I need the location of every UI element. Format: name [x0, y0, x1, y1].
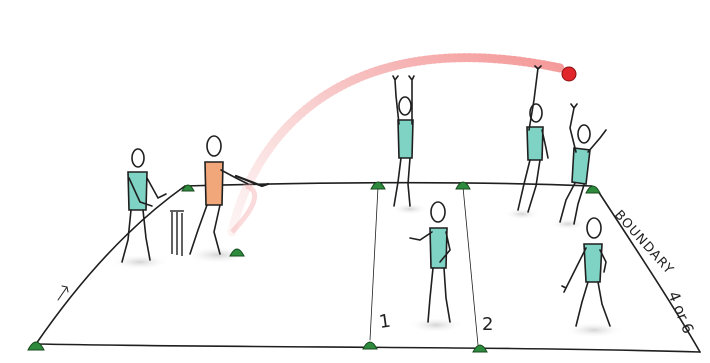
- left-arrow-mark: [58, 286, 68, 300]
- runs-label: 4 or 6: [664, 289, 697, 337]
- cone-front-mid2: [473, 345, 487, 352]
- player-shadows: [110, 203, 624, 338]
- cone-front-mid1: [363, 342, 377, 349]
- ball: [562, 67, 576, 81]
- player-fielder-5: [562, 218, 610, 326]
- player-fielder-3: [518, 66, 548, 212]
- cone-back-right: [586, 186, 600, 193]
- player-fielder-1: [393, 76, 414, 206]
- zone-line-2: [463, 187, 478, 345]
- zone-label-2: 2: [482, 314, 493, 335]
- boundary-label: BOUNDARY: [611, 208, 676, 278]
- zone-label-1: 1: [378, 311, 392, 333]
- cone-front-left: [28, 342, 44, 350]
- player-fielder-4: [560, 104, 606, 224]
- stumps: [170, 211, 184, 256]
- zone-line-1: [370, 187, 378, 340]
- cones: [28, 182, 600, 352]
- player-fielder-2: [410, 202, 450, 322]
